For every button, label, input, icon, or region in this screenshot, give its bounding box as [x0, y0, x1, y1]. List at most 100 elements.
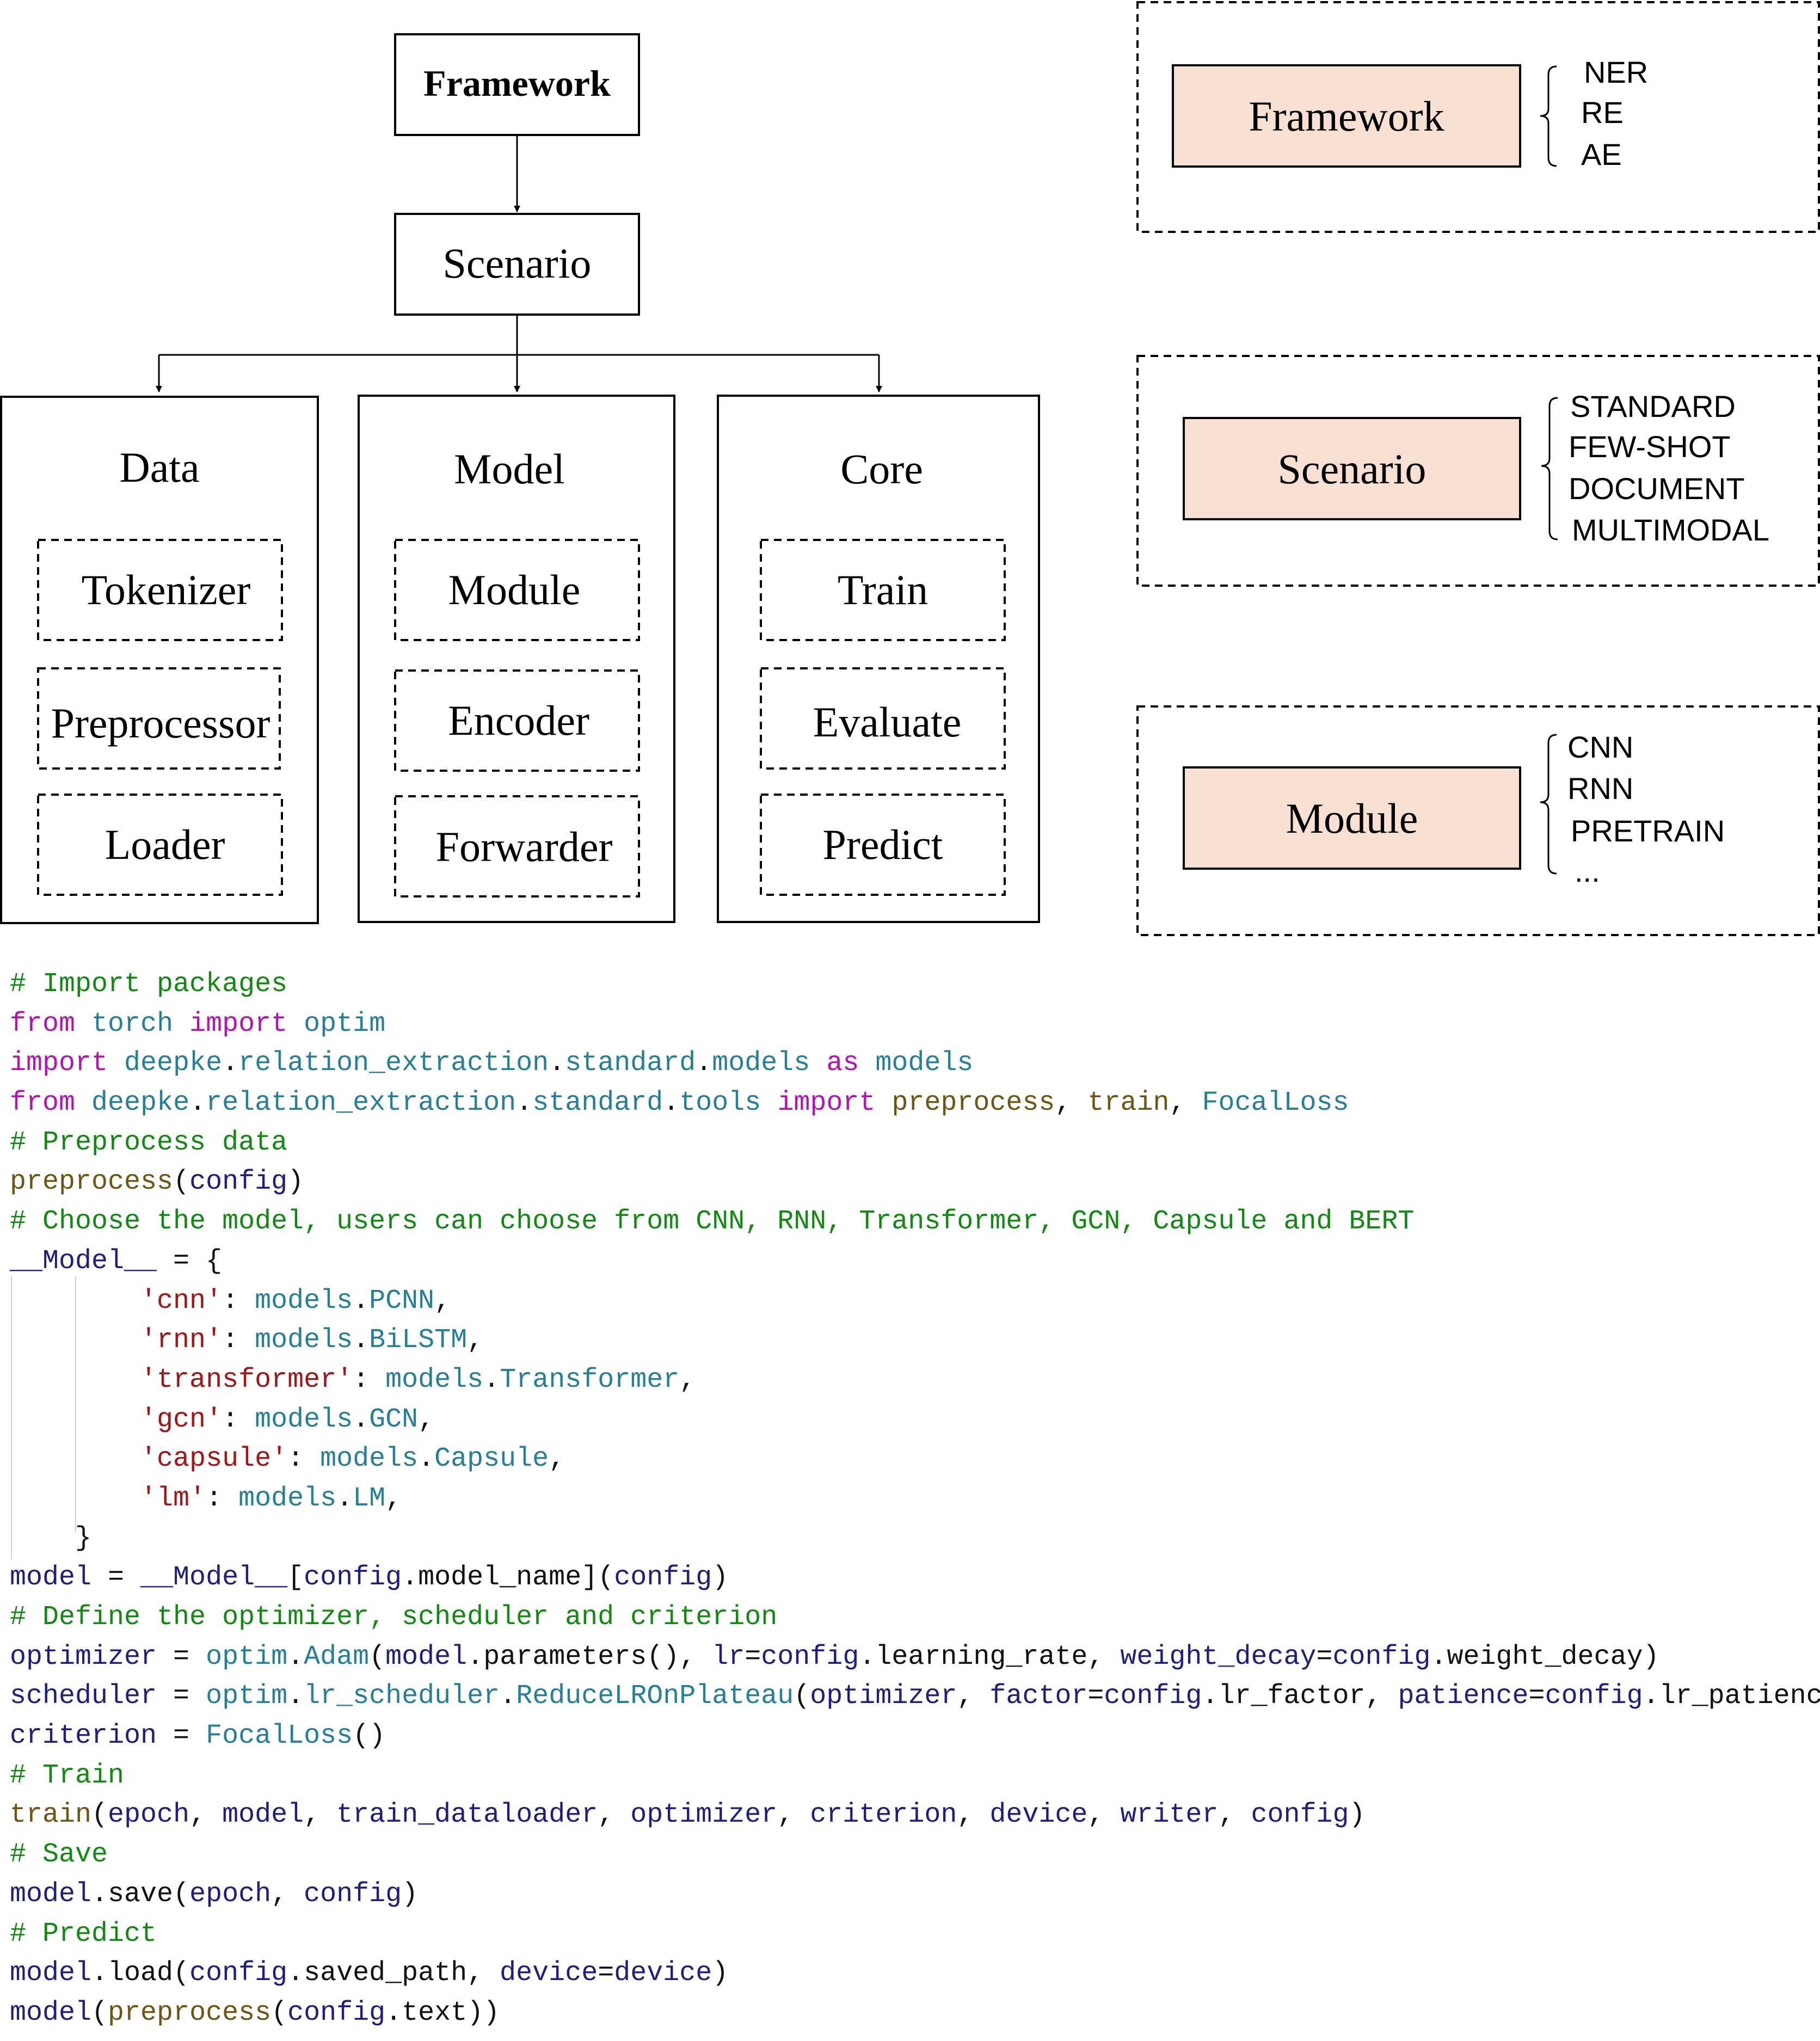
code-token: ,	[385, 1483, 402, 1514]
code-line: # Predict	[10, 1915, 1820, 1954]
code-token: device	[500, 1958, 598, 1989]
code-line: }	[10, 1519, 1820, 1559]
code-token: # Save	[10, 1839, 108, 1871]
code-token: # Define the optimizer, scheduler and cr…	[10, 1602, 778, 1633]
code-token: # Import packages	[10, 969, 288, 1000]
code-token	[10, 1364, 140, 1395]
code-token: :	[222, 1285, 255, 1317]
code-token: =	[1087, 1681, 1104, 1712]
tokenizer-box	[37, 539, 283, 641]
code-token: weight_decay	[1120, 1641, 1317, 1673]
code-token: .	[287, 1641, 304, 1673]
module-option: CNN	[1567, 730, 1633, 764]
code-token: FocalLoss	[206, 1720, 353, 1752]
scenario-option: DOCUMENT	[1569, 471, 1745, 506]
code-token: =	[1528, 1681, 1545, 1712]
code-token: .parameters(),	[467, 1641, 712, 1673]
code-token: Capsule	[434, 1443, 549, 1475]
code-line: # Save	[10, 1835, 1820, 1875]
code-line: 'lm': models.LM,	[10, 1479, 1820, 1519]
code-token: standard	[565, 1048, 696, 1079]
code-token: models	[238, 1483, 337, 1514]
code-line: criterion = FocalLoss()	[10, 1717, 1820, 1756]
code-line: # Train	[10, 1756, 1820, 1796]
code-token: .learning_rate,	[859, 1641, 1121, 1673]
code-token: (	[794, 1681, 810, 1712]
framework-option: NER	[1584, 55, 1648, 89]
code-token	[761, 1087, 777, 1118]
code-token	[10, 1325, 140, 1356]
code-token: config	[304, 1878, 402, 1910]
code-line: # Import packages	[10, 965, 1820, 1005]
code-token: train	[10, 1799, 92, 1831]
code-token: relation_extraction	[206, 1087, 517, 1119]
code-token: }	[10, 1522, 92, 1554]
code-token: ,	[957, 1681, 990, 1712]
code-token	[875, 1087, 891, 1118]
code-token: epoch	[189, 1878, 272, 1910]
evaluate-label: Evaluate	[813, 698, 962, 746]
forwarder-box	[394, 795, 640, 897]
code-token: ,	[777, 1799, 810, 1831]
core-column-title: Core	[840, 445, 923, 493]
code-line: 'transformer': models.Transformer,	[10, 1361, 1820, 1400]
code-token	[75, 1009, 91, 1040]
code-token: .	[353, 1404, 370, 1435]
loader-label: Loader	[105, 821, 225, 868]
code-token: GCN	[369, 1404, 419, 1435]
code-token: ReduceLROnPlateau	[516, 1681, 794, 1712]
code-token: )	[712, 1562, 729, 1594]
code-line: scheduler = optim.lr_scheduler.ReduceLRO…	[10, 1677, 1820, 1717]
code-token: ()	[353, 1720, 386, 1752]
code-token: Adam	[304, 1641, 370, 1673]
code-token: config	[1545, 1681, 1643, 1712]
code-token: .	[516, 1087, 533, 1119]
code-token	[10, 1483, 140, 1514]
scenario-legend-brace	[1541, 397, 1558, 540]
forwarder-label: Forwarder	[436, 823, 613, 870]
encoder-label: Encoder	[448, 697, 589, 744]
code-token: .	[353, 1325, 370, 1356]
code-token: model	[10, 1878, 92, 1910]
code-token: ,	[1087, 1799, 1121, 1831]
module-box	[394, 539, 640, 641]
code-token: preprocess	[10, 1166, 174, 1198]
code-line: model(preprocess(config.text))	[10, 1994, 1820, 2033]
code-token: train_dataloader	[336, 1799, 598, 1831]
code-token: device	[989, 1799, 1088, 1831]
code-token: .	[500, 1681, 517, 1712]
code-token: BiLSTM	[369, 1325, 468, 1356]
code-token: models	[320, 1443, 419, 1475]
scenario-node-label: Scenario	[443, 239, 592, 287]
code-token: ,	[304, 1799, 337, 1831]
code-token: )	[1349, 1799, 1366, 1831]
code-token: import	[189, 1008, 288, 1040]
code-token: model	[385, 1641, 468, 1673]
code-token: ,	[434, 1285, 451, 1317]
code-token	[10, 1286, 140, 1317]
code-token	[173, 1009, 189, 1040]
code-token: lr_scheduler	[304, 1681, 500, 1712]
code-token: :	[222, 1404, 255, 1435]
core-column	[717, 395, 1040, 923]
code-token: models	[385, 1364, 484, 1395]
code-token: epoch	[108, 1799, 190, 1831]
code-token: .	[418, 1443, 435, 1475]
code-token: model	[10, 1958, 92, 1989]
code-token: models	[712, 1048, 810, 1079]
code-token: .	[663, 1087, 680, 1119]
module-legend-brace	[1540, 734, 1557, 875]
code-token: ,	[467, 1325, 484, 1356]
code-token: =	[745, 1641, 761, 1673]
code-token: criterion	[10, 1720, 157, 1752]
code-token: FocalLoss	[1202, 1087, 1349, 1119]
framework-legend-box	[1172, 64, 1521, 168]
code-token: config	[304, 1562, 402, 1594]
code-token: .	[696, 1048, 712, 1079]
code-token: .	[549, 1048, 565, 1079]
code-token: standard	[532, 1087, 663, 1119]
code-token: (	[91, 1799, 108, 1831]
code-token	[108, 1048, 124, 1079]
code-token: optim	[304, 1008, 386, 1040]
framework-node-label: Framework	[423, 63, 611, 104]
